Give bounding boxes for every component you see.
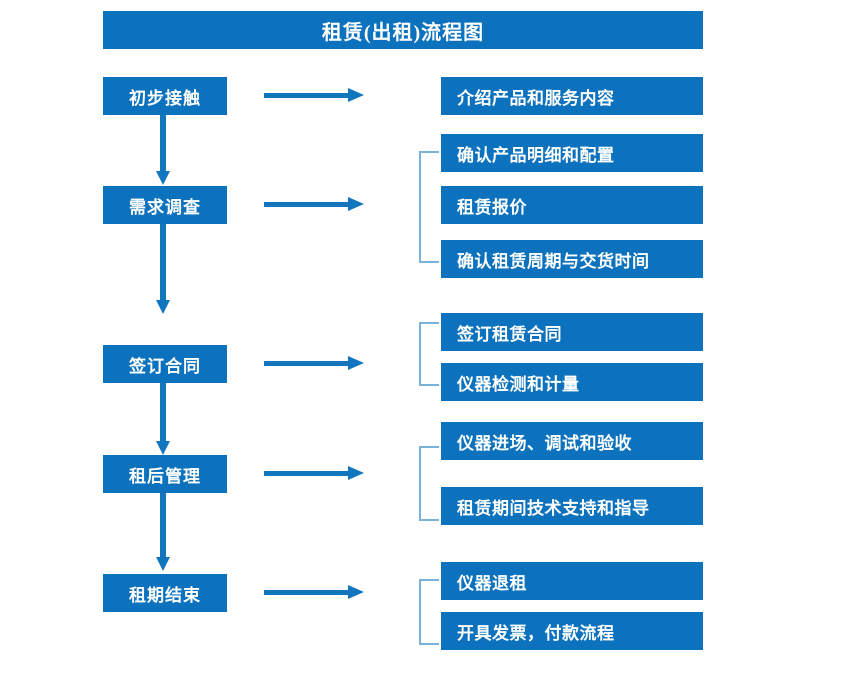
detail-box-3-2[interactable]: 仪器检测和计量 bbox=[441, 363, 703, 401]
group-bracket-3 bbox=[419, 322, 439, 386]
arrow-head bbox=[156, 441, 170, 455]
detail-box-2-2[interactable]: 租赁报价 bbox=[441, 186, 703, 224]
stage-box-5[interactable]: 租期结束 bbox=[103, 574, 227, 612]
arrow-shaft bbox=[264, 471, 350, 476]
detail-box-5-1[interactable]: 仪器退租 bbox=[441, 562, 703, 600]
arrow-down-icon-4 bbox=[156, 493, 170, 571]
arrow-head bbox=[348, 466, 364, 480]
stage-box-3[interactable]: 签订合同 bbox=[103, 345, 227, 383]
arrow-down-icon-2 bbox=[156, 224, 170, 314]
arrow-shaft bbox=[160, 493, 166, 557]
arrow-head bbox=[348, 88, 364, 102]
detail-box-1-1[interactable]: 介绍产品和服务内容 bbox=[441, 77, 703, 115]
arrow-right-icon-2 bbox=[264, 197, 364, 211]
arrow-shaft bbox=[160, 383, 166, 441]
arrow-shaft bbox=[264, 361, 350, 366]
detail-box-4-1[interactable]: 仪器进场、调试和验收 bbox=[441, 422, 703, 460]
detail-box-2-3[interactable]: 确认租赁周期与交货时间 bbox=[441, 240, 703, 278]
arrow-head bbox=[156, 171, 170, 185]
arrow-head bbox=[156, 300, 170, 314]
arrow-right-icon-5 bbox=[264, 585, 364, 599]
flowchart-title: 租赁(出租)流程图 bbox=[103, 11, 703, 49]
arrow-right-icon-4 bbox=[264, 466, 364, 480]
arrow-shaft bbox=[160, 115, 166, 171]
arrow-right-icon-1 bbox=[264, 88, 364, 102]
arrow-shaft bbox=[264, 590, 350, 595]
stage-box-1[interactable]: 初步接触 bbox=[103, 77, 227, 115]
arrow-down-icon-3 bbox=[156, 383, 170, 455]
arrow-head bbox=[348, 585, 364, 599]
arrow-right-icon-3 bbox=[264, 356, 364, 370]
arrow-head bbox=[348, 197, 364, 211]
detail-box-2-1[interactable]: 确认产品明细和配置 bbox=[441, 134, 703, 172]
detail-box-3-1[interactable]: 签订租赁合同 bbox=[441, 313, 703, 351]
arrow-head bbox=[348, 356, 364, 370]
arrow-down-icon-1 bbox=[156, 115, 170, 185]
stage-box-2[interactable]: 需求调查 bbox=[103, 186, 227, 224]
arrow-shaft bbox=[264, 202, 350, 207]
group-bracket-2 bbox=[419, 151, 439, 263]
detail-box-5-2[interactable]: 开具发票，付款流程 bbox=[441, 612, 703, 650]
detail-box-4-2[interactable]: 租赁期间技术支持和指导 bbox=[441, 487, 703, 525]
arrow-shaft bbox=[264, 93, 350, 98]
stage-box-4[interactable]: 租后管理 bbox=[103, 455, 227, 493]
group-bracket-4 bbox=[419, 446, 439, 521]
arrow-shaft bbox=[160, 224, 166, 300]
arrow-head bbox=[156, 557, 170, 571]
group-bracket-5 bbox=[419, 579, 439, 645]
